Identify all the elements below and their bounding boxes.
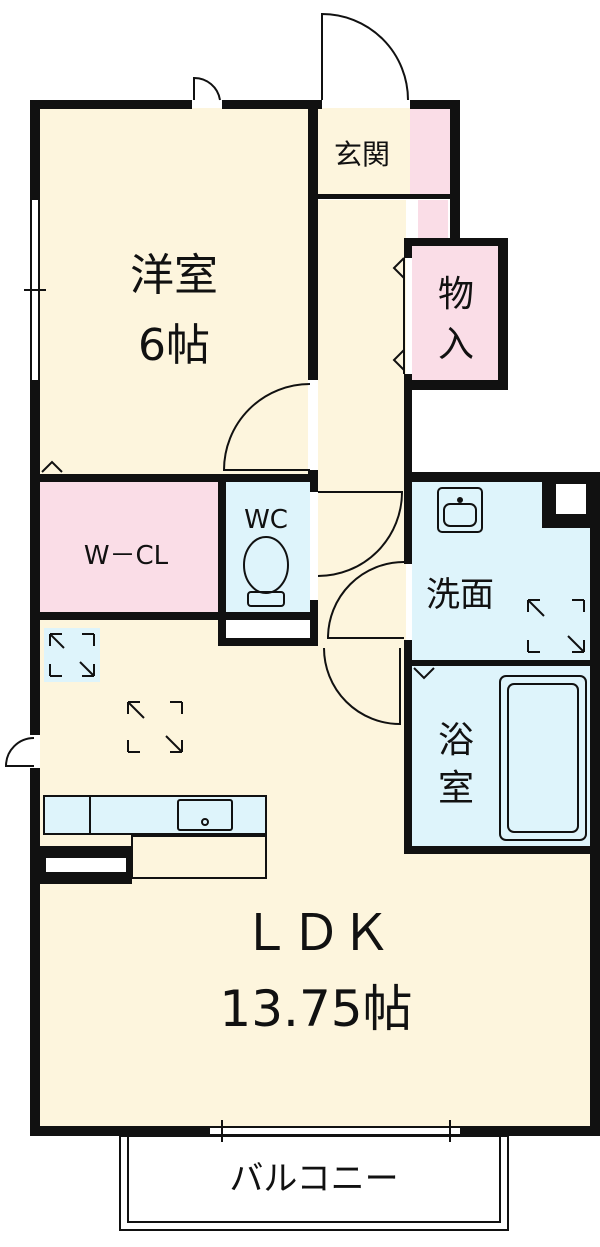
wall <box>218 612 318 620</box>
closet-floor <box>40 482 218 612</box>
wall <box>404 640 412 854</box>
wall <box>404 472 600 482</box>
fixtures <box>43 487 587 879</box>
balcony-window <box>210 1126 460 1136</box>
bathroom-floor <box>412 666 592 846</box>
floor-fills <box>40 108 592 1126</box>
ldk-door <box>323 647 401 726</box>
wall <box>404 472 412 564</box>
room-labels: 洋室 6帖 玄関 物 入 WC W－CL 洗面 浴 室 ＬＤＫ 13.75帖 バ… <box>84 138 494 1199</box>
wall <box>410 100 460 109</box>
bathroom-label-line2: 室 <box>438 768 474 809</box>
wall <box>412 660 592 666</box>
wall <box>30 768 40 1134</box>
bath-door-marker <box>413 667 435 680</box>
wall <box>404 238 508 246</box>
wall <box>308 100 318 380</box>
kitchen-niche <box>46 858 126 872</box>
washroom-name: 洗面 <box>426 575 494 615</box>
toilet-door <box>317 491 404 577</box>
wash-basin <box>437 487 483 533</box>
washroom-door <box>326 561 405 639</box>
wall <box>450 100 460 240</box>
wall <box>310 600 318 646</box>
wall <box>590 472 600 1136</box>
corridor-floor <box>318 200 406 645</box>
wall <box>318 194 450 199</box>
ldk-name: ＬＤＫ <box>241 904 391 962</box>
bathtub <box>499 675 587 841</box>
wall <box>498 238 508 390</box>
ldk-size: 13.75帖 <box>219 980 412 1038</box>
pipe-shaft <box>556 484 586 514</box>
balcony <box>119 1120 509 1231</box>
vent-square-ldk <box>127 701 183 753</box>
wall <box>404 380 412 480</box>
wall <box>404 380 508 390</box>
kitchen-counter <box>43 795 267 879</box>
bathroom-label-line1: 浴 <box>438 720 474 761</box>
toilet-floor <box>226 482 310 612</box>
vent-square-top-left <box>44 628 100 682</box>
entrance-shoe-box <box>410 108 452 194</box>
vent-door <box>193 76 221 101</box>
wall <box>404 846 600 854</box>
wall <box>30 380 40 735</box>
entrance-name: 玄関 <box>334 138 390 171</box>
wall <box>30 100 40 200</box>
storage-label-line2: 入 <box>438 324 474 365</box>
wall <box>310 474 318 492</box>
wall <box>218 474 226 646</box>
wall <box>222 100 322 109</box>
western-room-door <box>222 383 311 471</box>
balcony-name: バルコニー <box>229 1159 398 1199</box>
storage-door <box>392 349 405 371</box>
wall <box>218 638 318 646</box>
wall <box>404 238 412 258</box>
western-room-size: 6帖 <box>138 320 210 371</box>
closet-name: W－CL <box>84 541 169 571</box>
doors <box>4 12 435 767</box>
toilet-fixture <box>243 536 289 607</box>
storage-label-line1: 物 <box>438 274 474 315</box>
storage-floor <box>412 244 500 382</box>
wall <box>30 474 318 482</box>
wall <box>30 612 226 620</box>
entrance-floor <box>318 108 410 194</box>
wall <box>30 100 192 109</box>
closet-door-marker <box>41 460 63 473</box>
balcony-outline <box>119 1135 509 1231</box>
vent-square-washroom <box>527 599 585 653</box>
toilet-name: WC <box>244 505 288 535</box>
corridor-shelf <box>418 200 448 242</box>
entrance-door <box>321 12 409 101</box>
window-left <box>24 200 46 380</box>
ldk-side-door <box>4 737 35 767</box>
ldk-floor <box>40 620 592 1126</box>
western-room-floor <box>40 108 308 474</box>
storage-door <box>392 257 405 279</box>
western-room-name: 洋室 <box>130 250 218 301</box>
